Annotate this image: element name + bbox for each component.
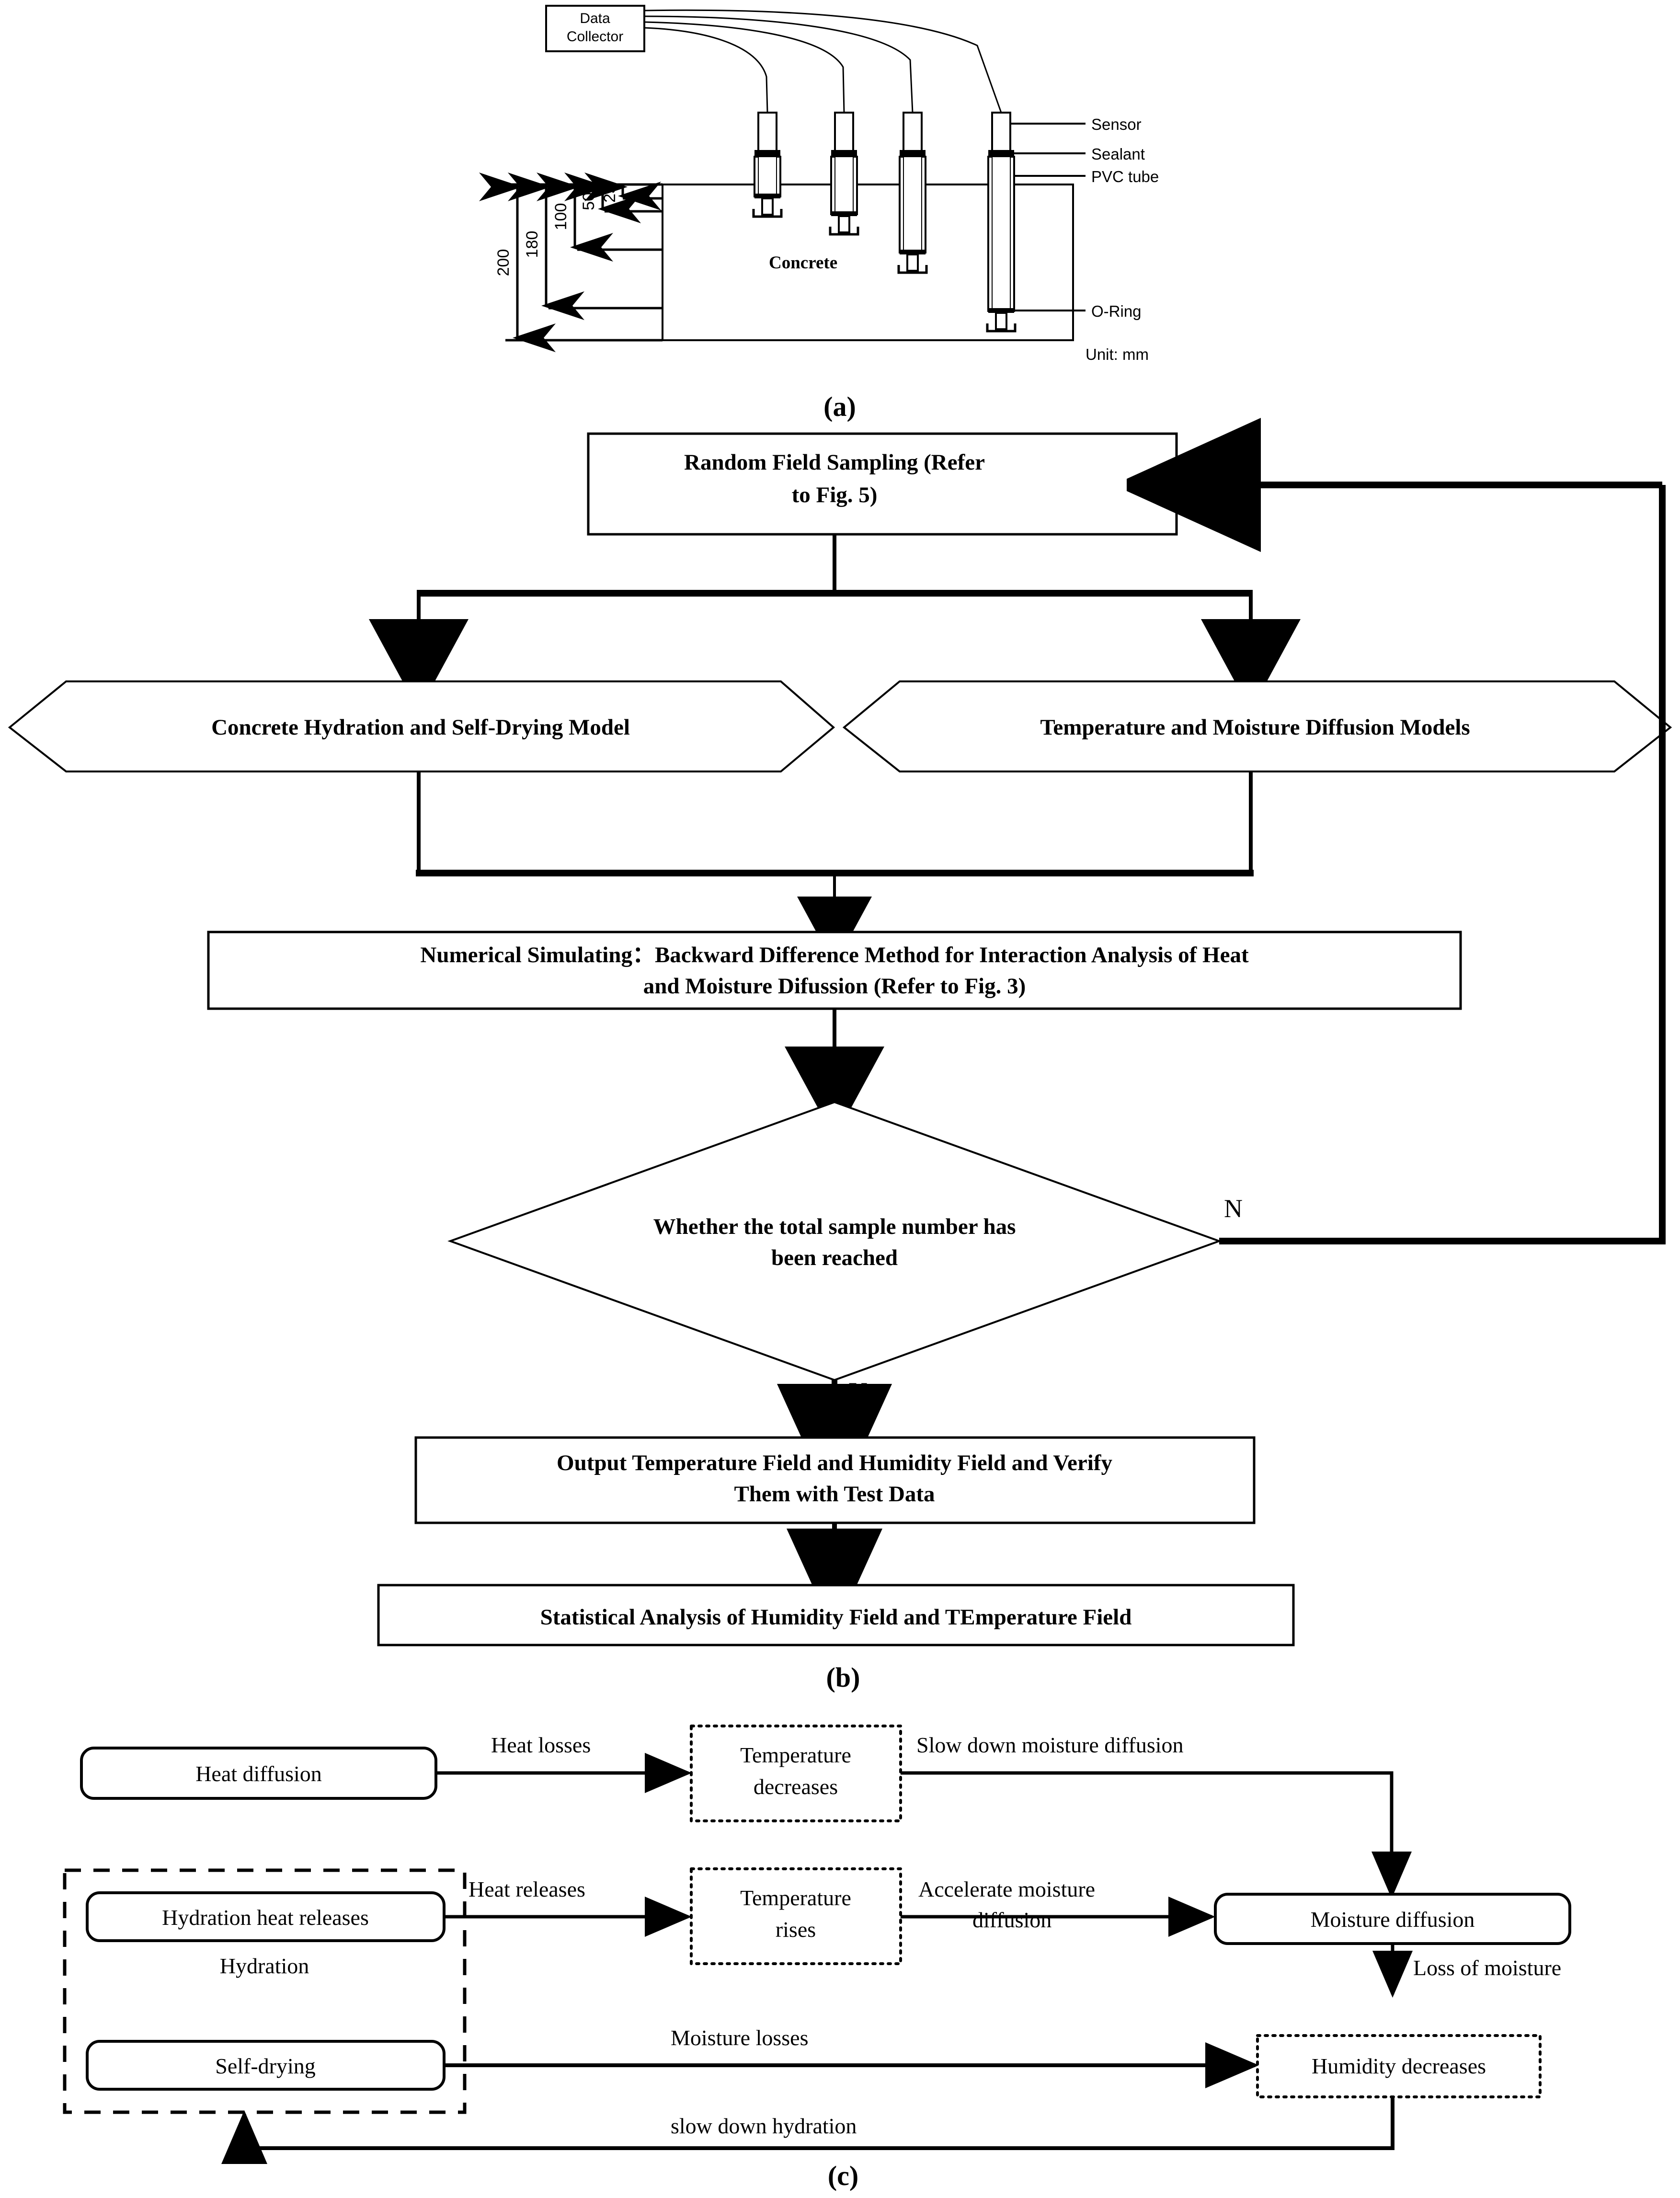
unit-note: Unit: mm bbox=[1086, 345, 1149, 363]
callout-label-pvc-tube: PVC tube bbox=[1091, 168, 1159, 185]
panel-label-a: (a) bbox=[823, 391, 856, 422]
edge-label-slow-down-moisture: Slow down moisture diffusion bbox=[916, 1733, 1184, 1757]
branch-label-no: N bbox=[1224, 1194, 1243, 1223]
branch-label-yes: Y bbox=[849, 1377, 868, 1406]
node-diffusion-model-label: Temperature and Moisture Diffusion Model… bbox=[1040, 715, 1470, 740]
data-collector-line2: Collector bbox=[567, 29, 623, 45]
panel-b: Random Field Sampling (Refer to Fig. 5) … bbox=[8, 432, 1672, 1693]
edge-label-heat-releases: Heat releases bbox=[469, 1877, 585, 1901]
node-numerical-simulating[interactable]: Numerical Simulating：Backward Difference… bbox=[207, 931, 1462, 1010]
edge-label-loss-of-moisture: Loss of moisture bbox=[1413, 1956, 1561, 1980]
edge-label-slow-down-hydration: slow down hydration bbox=[671, 2114, 857, 2138]
o-ring-2 bbox=[831, 211, 857, 216]
data-collector-box: Data Collector bbox=[545, 5, 645, 52]
sealant-4 bbox=[988, 150, 1014, 157]
node-output-line2: Them with Test Data bbox=[734, 1482, 935, 1507]
dimension-200: 200 bbox=[494, 249, 513, 276]
sensor-assembly-2 bbox=[829, 112, 859, 236]
edge-label-accelerate-line1: Accelerate moisture bbox=[918, 1877, 1095, 1901]
sealant-3 bbox=[900, 150, 926, 157]
node-heat-diffusion-label: Heat diffusion bbox=[195, 1761, 322, 1786]
panel-a: Data Collector Concrete bbox=[479, 5, 1159, 422]
dimension-100: 100 bbox=[552, 203, 570, 230]
node-statistics-label: Statistical Analysis of Humidity Field a… bbox=[540, 1605, 1132, 1630]
node-output-fields[interactable]: Output Temperature Field and Humidity Fi… bbox=[414, 1436, 1256, 1524]
callout-leaders bbox=[1011, 123, 1086, 311]
sensor-wires bbox=[644, 9, 1002, 113]
node-decision-line2: been reached bbox=[771, 1245, 898, 1270]
panel-label-b: (b) bbox=[826, 1662, 860, 1693]
edge-label-heat-losses: Heat losses bbox=[491, 1733, 591, 1757]
o-ring-3 bbox=[900, 250, 926, 254]
edge-slow-down-hydration: slow down hydration bbox=[221, 2097, 1394, 2164]
edge-loss-of-moisture: Loss of moisture bbox=[1372, 1944, 1561, 1998]
edge-slow-down-moisture-diffusion: Slow down moisture diffusion bbox=[901, 1733, 1412, 1899]
node-hydration-heat-releases-label: Hydration heat releases bbox=[162, 1905, 369, 1930]
node-moisture-diffusion-label: Moisture diffusion bbox=[1311, 1907, 1475, 1932]
sensor-assembly-1 bbox=[752, 112, 783, 218]
sensor-assemblies bbox=[752, 112, 1017, 333]
edge-label-moisture-losses: Moisture losses bbox=[671, 2025, 809, 2050]
node-self-drying[interactable]: Self-drying bbox=[86, 2040, 446, 2091]
node-random-field-line1: Random Field Sampling (Refer bbox=[684, 450, 985, 475]
node-random-field-line2: to Fig. 5) bbox=[792, 483, 878, 507]
node-temperature-rises[interactable]: Temperature rises bbox=[690, 1867, 902, 1965]
node-hydration-model[interactable]: Concrete Hydration and Self-Drying Model bbox=[8, 680, 835, 772]
dimension-arrows bbox=[479, 173, 661, 352]
node-output-line1: Output Temperature Field and Humidity Fi… bbox=[557, 1450, 1112, 1475]
node-random-field-sampling[interactable]: Random Field Sampling (Refer to Fig. 5) bbox=[587, 432, 1178, 536]
node-temperature-rises-line1: Temperature bbox=[740, 1886, 851, 1910]
sealant-1 bbox=[754, 150, 780, 157]
flow-split-top bbox=[417, 534, 1253, 665]
dimension-50: 50 bbox=[580, 192, 598, 210]
dimension-25: 25 bbox=[601, 184, 619, 203]
node-heat-diffusion[interactable]: Heat diffusion bbox=[80, 1747, 437, 1800]
sealant-2 bbox=[831, 150, 857, 157]
node-numerical-line2: and Moisture Difussion (Refer to Fig. 3) bbox=[643, 974, 1026, 999]
data-collector-line1: Data bbox=[580, 11, 610, 26]
callout-label-sealant: Sealant bbox=[1091, 145, 1145, 163]
edge-accelerate-moisture-diffusion: Accelerate moisture diffusion bbox=[901, 1877, 1215, 1937]
node-statistical-analysis[interactable]: Statistical Analysis of Humidity Field a… bbox=[377, 1584, 1295, 1646]
edge-moisture-losses: Moisture losses bbox=[444, 2025, 1259, 2088]
flow-merge bbox=[416, 771, 1254, 931]
node-temperature-rises-line2: rises bbox=[776, 1917, 816, 1942]
node-moisture-diffusion[interactable]: Moisture diffusion bbox=[1214, 1893, 1571, 1945]
edge-label-accelerate-line2: diffusion bbox=[972, 1908, 1051, 1932]
node-temperature-decreases-line2: decreases bbox=[754, 1774, 838, 1799]
sensor-assembly-4 bbox=[986, 112, 1017, 333]
node-diffusion-model[interactable]: Temperature and Moisture Diffusion Model… bbox=[842, 680, 1672, 772]
callout-label-sensor: Sensor bbox=[1091, 115, 1142, 133]
sensor-assembly-3 bbox=[897, 112, 928, 274]
callout-label-o-ring: O-Ring bbox=[1091, 302, 1142, 320]
callout-labels: Sensor Sealant PVC tube O-Ring Unit: mm bbox=[1086, 115, 1159, 363]
o-ring-4 bbox=[988, 308, 1014, 313]
node-self-drying-label: Self-drying bbox=[215, 2054, 316, 2078]
node-humidity-decreases[interactable]: Humidity decreases bbox=[1256, 2034, 1542, 2098]
concrete-label: Concrete bbox=[769, 253, 837, 273]
node-numerical-line1: Numerical Simulating：Backward Difference… bbox=[420, 943, 1249, 967]
node-temperature-decreases-line1: Temperature bbox=[740, 1743, 851, 1767]
dimension-labels: 200 180 100 50 25 bbox=[494, 184, 619, 276]
flow-feedback-no bbox=[1219, 485, 1666, 1244]
group-hydration-label: Hydration bbox=[220, 1954, 309, 1978]
node-decision-line1: Whether the total sample number has bbox=[653, 1214, 1016, 1239]
node-hydration-heat-releases[interactable]: Hydration heat releases bbox=[86, 1891, 446, 1942]
dimension-180: 180 bbox=[523, 231, 541, 258]
node-humidity-decreases-label: Humidity decreases bbox=[1312, 2054, 1486, 2078]
node-temperature-decreases[interactable]: Temperature decreases bbox=[690, 1725, 902, 1822]
node-decision[interactable]: Whether the total sample number has been… bbox=[447, 1101, 1222, 1381]
panel-c: Heat diffusion Heat losses Temperature d… bbox=[63, 1725, 1571, 2191]
panel-label-c: (c) bbox=[828, 2160, 858, 2191]
o-ring-1 bbox=[754, 194, 780, 198]
node-hydration-model-label: Concrete Hydration and Self-Drying Model bbox=[211, 715, 630, 740]
